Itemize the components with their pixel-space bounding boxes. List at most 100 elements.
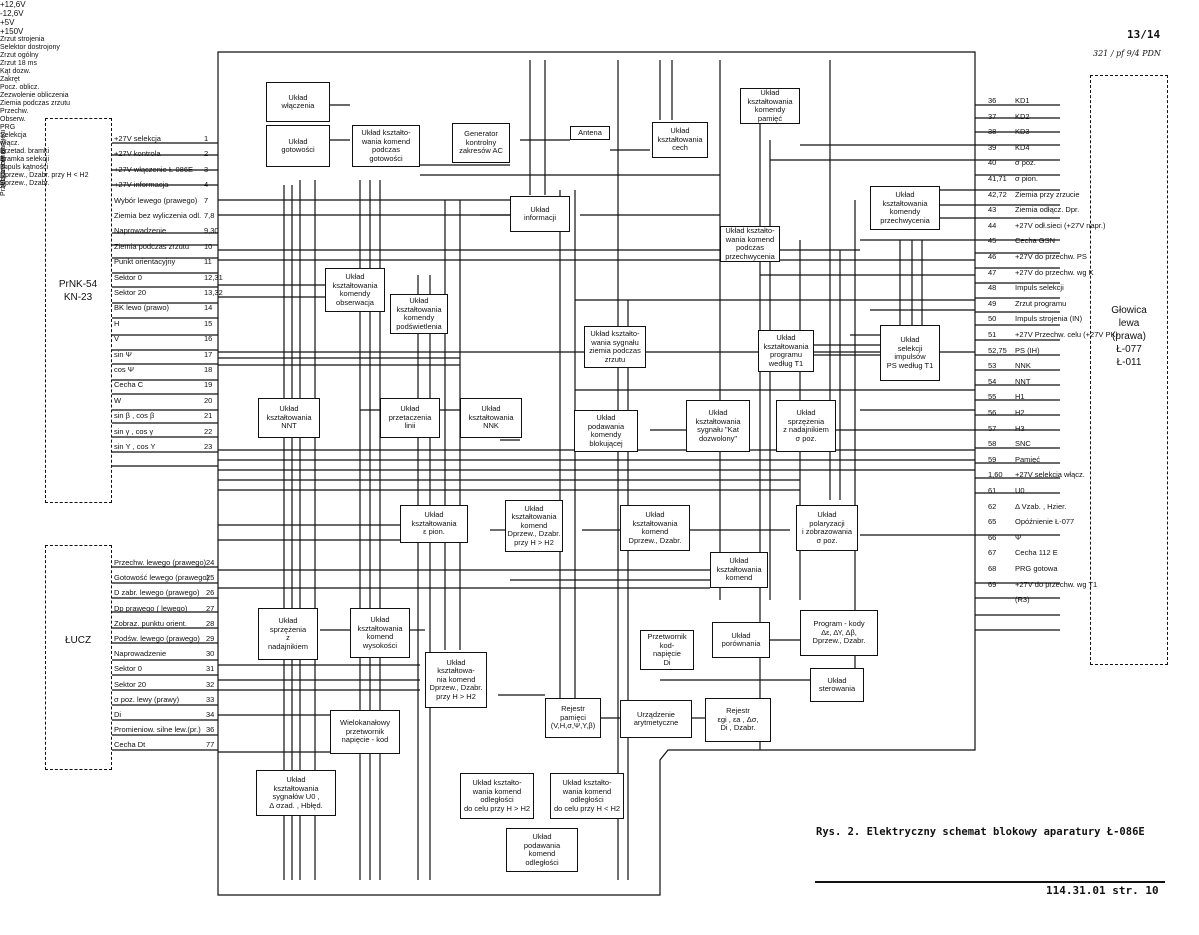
signal-row-number: 52,75 — [988, 345, 1007, 355]
signal-row-number: 38 — [988, 127, 997, 137]
signal-row-text: Wybór lewego (prawego) — [114, 195, 198, 205]
signal-row-text: +27V odł.sieci (+27V napr.) — [1015, 220, 1106, 230]
signal-row-number: 28 — [206, 618, 215, 628]
signal-row-number: 13,32 — [204, 288, 223, 297]
signal-row-number: 66 — [988, 532, 997, 542]
signal-row-text: Sektor 0 — [114, 664, 142, 674]
signal-row-number: 37 — [988, 111, 997, 121]
signal-row-text: NNT — [1015, 376, 1031, 386]
block-podswietlenia: Układ kształtowania komendy podświetleni… — [390, 294, 448, 334]
signal-row-number: 1,60 — [988, 470, 1003, 480]
signal-row-text: Sektor 0 — [114, 272, 142, 282]
block-komend-h2: Układ kształtowania komend Dprzew., Dzab… — [505, 500, 563, 552]
label-ziemia-zrzutu: Ziemia podczas zrzutu — [0, 100, 71, 107]
signal-row-number: 58 — [988, 439, 997, 449]
right-unit-box — [1090, 75, 1168, 665]
signal-row-number: 9,30 — [204, 226, 219, 236]
signal-row-text: Zobraz. punktu orient. — [114, 618, 187, 628]
signal-row-text: +27V kontrola — [114, 149, 161, 159]
block-program-kody: Program - kody Δε, ΔΥ, Δβ, Dprzew., Dzab… — [800, 610, 878, 656]
signal-row-text: +27V do przechw. wg T1 — [1015, 579, 1098, 589]
signal-row-text: Ziemia odłącz. Dpr. — [1015, 205, 1080, 215]
signal-row-number: 48 — [988, 283, 997, 293]
signal-row-text: Opóźnienie Ł-077 — [1015, 517, 1075, 527]
label-bramka: Bramka selekcji — [0, 156, 50, 163]
signal-row-number: 77 — [206, 740, 215, 750]
signal-row-text: Impuls strojenia (IN) — [1015, 314, 1083, 324]
block-obserwacja: Układ kształtowania komendy obserwacja — [325, 268, 385, 312]
signal-row-number: 16 — [204, 334, 213, 344]
block-nnt: Układ kształtowania NNT — [258, 398, 320, 438]
label-przechw: Przechw. — [0, 108, 29, 115]
signal-row-number: 56 — [988, 408, 997, 417]
signal-row-text: Gotowość lewego (prawego) — [114, 573, 210, 583]
signal-row-text: sin γ , cos γ — [114, 426, 154, 436]
signal-row-text: Ziemia podczas zrzutu — [114, 241, 190, 251]
label-kat-dozw: Kąt dozw. — [0, 68, 31, 75]
signal-row-number: 40 — [988, 158, 997, 168]
signal-row-number: 19 — [204, 380, 213, 390]
label-przechwycenie: Przechwycenie — [0, 148, 7, 196]
block-wysokosci: Układ kształtowania komend wysokości — [350, 608, 410, 658]
power-p126: +12,6V — [0, 0, 26, 9]
signal-row-text: Δ Vzab. , Hzier. — [1015, 501, 1067, 511]
signal-row-text: Cecha GSN — [1015, 236, 1056, 246]
left-unit-bottom-label: ŁUCZ — [64, 635, 92, 646]
block-pamiec: Układ kształtowania komendy pamięć — [740, 88, 800, 124]
signal-row-number: 36 — [206, 725, 215, 735]
signal-row-number: 50 — [988, 314, 997, 324]
label-selekcja: Selekcja — [0, 132, 27, 139]
signal-row-text: PRG gotowa — [1015, 564, 1058, 573]
label-zrzut-ogolny: Zrzut ogólny — [0, 52, 39, 59]
page-footer: 114.31.01 str. 10 — [1046, 884, 1159, 897]
signal-row-number: 57 — [988, 423, 997, 433]
block-wielokanalowy: Wielokanałowy przetwornik napięcie - kod — [330, 710, 400, 754]
signal-row-text: H2 — [1015, 408, 1025, 417]
signal-row-number: 14 — [204, 303, 213, 313]
signal-row-text: Cecha Dt — [114, 740, 146, 750]
signal-row-text: Zrzut programu — [1015, 298, 1067, 308]
signal-row-number: 41,71 — [988, 174, 1007, 183]
signal-row-number: 21 — [204, 411, 213, 421]
signal-row-text: KD3 — [1015, 127, 1030, 137]
signal-row-text: Podśw. lewego (prawego) — [114, 634, 200, 643]
signal-row-text: +27V włączenie Ł-086E — [114, 164, 194, 174]
signal-row-text: Cecha 112 E — [1015, 548, 1058, 558]
signal-row-text: σ pion. — [1015, 174, 1038, 183]
block-sygnalow: Układ kształtowania sygnałów U0 , Δ σzad… — [256, 770, 336, 816]
block-odleglosci-h: Układ kształto- wania komend odległości … — [460, 773, 534, 819]
signal-row-number: 67 — [988, 548, 997, 558]
signal-row-number: 7,8 — [204, 211, 215, 220]
signal-row-number: 53 — [988, 361, 997, 371]
signal-row-number: 51 — [988, 330, 997, 339]
signal-row-number: 47 — [988, 267, 997, 277]
signal-row-text: U0 — [1015, 486, 1025, 495]
power-m126: -12,6V — [0, 9, 24, 18]
signal-row-text: Promieniow. silne lew.(pr.) — [114, 725, 201, 735]
signal-row-text: Naprowadzenie — [114, 649, 167, 659]
signal-row-text: +27V Przechw. celu (+27V PK) — [1015, 330, 1118, 339]
block-epion: Układ kształtowania ε pion. — [400, 505, 468, 543]
signal-row-text: W — [114, 395, 122, 405]
signal-row-number: 15 — [204, 318, 213, 328]
signal-row-text: Di — [114, 710, 122, 719]
power-p5: +5V — [0, 18, 15, 27]
signal-row-text: BK lewo (prawo) — [114, 303, 170, 313]
label-zakret: Zakręt — [0, 76, 20, 83]
block-blokujacej: Układ podawania komendy blokującej — [574, 410, 638, 452]
signal-row-number: 32 — [206, 679, 215, 689]
label-zezwolenie: Zezwolenie obliczenia — [0, 92, 69, 99]
signal-row-text: Pamięć — [1015, 454, 1041, 464]
signal-row-number: 44 — [988, 220, 997, 230]
label-impuls: Impuls kątności — [0, 164, 49, 171]
signal-row-text: +27V do przechw. wg K — [1015, 267, 1094, 277]
signal-row-number: 22 — [204, 426, 213, 436]
signal-row-number: 55 — [988, 392, 997, 402]
archive-stamp: 321 / pf 9/4 PDN — [1093, 49, 1161, 58]
block-gotowosci: Układ gotowości — [266, 125, 330, 167]
signal-row-text: SNC — [1015, 439, 1031, 449]
signal-row-number: 29 — [206, 634, 215, 643]
block-sprzezenia-poz: Układ sprzężenia z nadajnikiem σ poz. — [776, 400, 836, 452]
block-linii: Układ przetaczenia linii — [380, 398, 440, 438]
